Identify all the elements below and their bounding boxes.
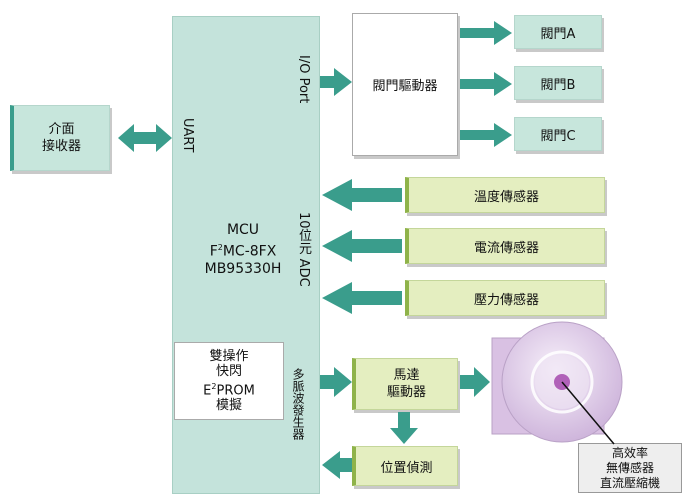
motor-to-compressor-arrow: [460, 367, 490, 397]
mcu-to-motor-driver-arrow: [320, 367, 352, 397]
motor-driver-line2: 驅動器: [386, 385, 426, 400]
motor-to-position-arrow: [390, 412, 418, 444]
compressor-line1: 高效率: [611, 445, 648, 460]
compressor-pointer: [561, 381, 615, 445]
to-valve-c-arrow: [460, 123, 512, 147]
valve-a: 閥門A: [514, 15, 602, 49]
compressor-label: 高效率 無傳感器 直流壓縮機: [578, 443, 682, 493]
motor-driver-line1: 馬達: [393, 368, 420, 383]
io-to-valve-driver-arrow: [320, 68, 352, 96]
compressor-line3: 直流壓縮機: [599, 475, 660, 490]
compressor-inner-ring: [530, 350, 594, 414]
mcu-name: MCU F2MC-8FX MB95330H: [190, 222, 296, 278]
pulse-generator-label: 多脈波發生器: [291, 368, 305, 440]
flash-line4: 模擬: [215, 398, 242, 414]
uart-double-arrow: [118, 124, 172, 152]
to-valve-a-arrow: [460, 21, 512, 45]
motor-driver: 馬達 驅動器: [352, 358, 458, 410]
valve-b: 閥門B: [514, 66, 602, 100]
valve-driver: 閥門驅動器: [352, 13, 458, 156]
flash-line3: E2PROM: [203, 381, 255, 399]
adc-label: 10位元 ADC: [296, 212, 311, 287]
position-to-mcu-arrow: [322, 451, 352, 479]
position-detect: 位置偵測: [352, 446, 458, 486]
mcu-name-line2: F2MC-8FX: [209, 243, 277, 260]
current-sensor: 電流傳感器: [405, 228, 605, 264]
valve-c: 閥門C: [514, 117, 602, 151]
pressure-arrow: [322, 282, 402, 314]
interface-receiver-line1: 介面: [48, 122, 75, 137]
interface-receiver: 介面 接收器: [10, 105, 110, 171]
pressure-sensor: 壓力傳感器: [405, 280, 605, 316]
uart-label: UART: [180, 118, 195, 153]
current-arrow: [322, 230, 402, 262]
io-port-label: I/O Port: [296, 55, 311, 104]
temperature-sensor: 溫度傳感器: [405, 177, 605, 213]
mcu-name-line3: MB95330H: [204, 260, 282, 277]
flash-block: 雙操作 快閃 E2PROM 模擬: [174, 342, 284, 420]
interface-receiver-line2: 接收器: [41, 139, 81, 154]
temperature-arrow: [322, 179, 402, 211]
flash-line2: 快閃: [215, 363, 242, 379]
compressor-line2: 無傳感器: [605, 460, 654, 475]
flash-line1: 雙操作: [209, 348, 249, 364]
mcu-name-line1: MCU: [226, 222, 260, 238]
to-valve-b-arrow: [460, 72, 512, 96]
